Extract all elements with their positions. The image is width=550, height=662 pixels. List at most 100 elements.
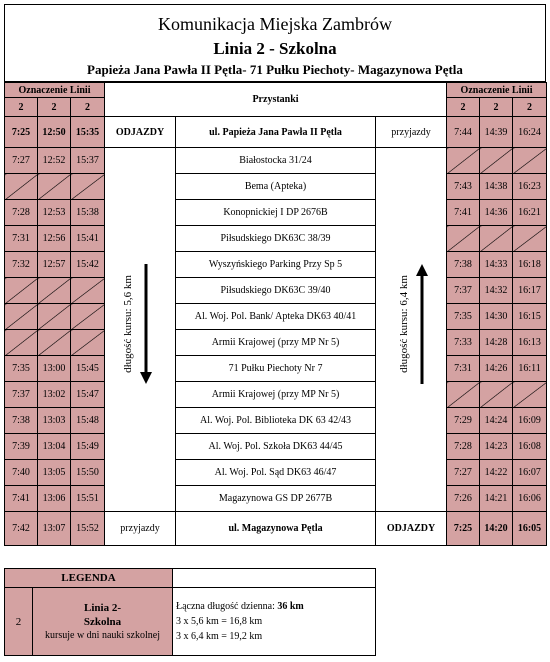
- company-title: Komunikacja Miejska Zambrów: [158, 14, 392, 34]
- right-direction-indicator: długość kursu: 6,4 km: [394, 262, 434, 386]
- right-time: 7:43: [446, 173, 481, 200]
- left-time: 7:37: [4, 381, 38, 408]
- left-time: 15:48: [69, 407, 106, 434]
- left-time: 13:04: [37, 433, 71, 460]
- no-service-cell: [37, 173, 71, 200]
- right-time: 16:06: [512, 485, 548, 512]
- stop-name: Wyszyńskiego Parking Przy Sp 5: [175, 251, 377, 278]
- up-arrow-icon: [416, 264, 428, 384]
- left-time: 7:28: [4, 199, 38, 226]
- departure-time: 14:20: [479, 511, 514, 546]
- no-service-cell: [4, 277, 38, 304]
- legend-line-name: Linia 2-: [84, 601, 121, 614]
- legend-line-description: Linia 2- Szkolna kursuje w dni nauki szk…: [32, 587, 173, 656]
- left-time: 15:42: [69, 251, 106, 278]
- legend-schedule-note: kursuje w dni nauki szkolnej: [45, 629, 160, 641]
- line-number-cell: 2: [69, 97, 106, 117]
- left-time: 13:06: [37, 485, 71, 512]
- right-time: 16:09: [512, 407, 548, 434]
- left-time: 12:53: [37, 199, 71, 226]
- no-service-cell: [69, 277, 106, 304]
- right-time: 7:41: [446, 199, 481, 226]
- right-route-length: długość kursu: 6,4 km: [398, 275, 410, 373]
- left-direction-indicator: długość kursu: 5,6 km: [118, 262, 158, 386]
- no-service-cell: [37, 303, 71, 330]
- no-service-cell: [69, 329, 106, 356]
- right-time: 14:32: [479, 277, 514, 304]
- no-service-cell: [479, 147, 514, 174]
- stop-name: Konopnickiej I DP 2676B: [175, 199, 377, 226]
- stop-name: Armii Krajowej (przy MP Nr 5): [175, 381, 377, 408]
- departure-time: 15:35: [69, 116, 106, 148]
- no-service-cell: [446, 381, 481, 408]
- timetable-grid: Oznaczenie Linii Przystanki Oznaczenie L…: [3, 82, 548, 546]
- no-service-cell: [69, 173, 106, 200]
- no-service-cell: [479, 225, 514, 252]
- stop-name: Piłsudskiego DK63C 39/40: [175, 277, 377, 304]
- departures-label: ODJAZDY: [104, 116, 177, 148]
- left-direction-cell: [104, 147, 177, 512]
- left-time: 15:50: [69, 459, 106, 486]
- legend-distance-info: Łączna długość dzienna: 36 km 3 x 5,6 km…: [172, 587, 376, 656]
- right-time: 16:21: [512, 199, 548, 226]
- right-time: 16:07: [512, 459, 548, 486]
- right-time: 7:28: [446, 433, 481, 460]
- stop-name: Al. Woj. Pol. Bank/ Apteka DK63 40/41: [175, 303, 377, 330]
- left-time: 12:52: [37, 147, 71, 174]
- terminus-stop-name: ul. Magazynowa Pętla: [175, 511, 377, 546]
- legend-total-distance: Łączna długość dzienna: 36 km: [176, 601, 304, 612]
- left-time: 13:05: [37, 459, 71, 486]
- no-service-cell: [69, 303, 106, 330]
- left-time: 15:38: [69, 199, 106, 226]
- down-arrow-icon: [140, 264, 152, 384]
- stop-name: Magazynowa GS DP 2677B: [175, 485, 377, 512]
- legend-line-name: Szkolna: [83, 615, 122, 628]
- arrival-time: 15:52: [69, 511, 106, 546]
- no-service-cell: [4, 173, 38, 200]
- arrivals-label: przyjazdy: [375, 116, 448, 148]
- legend-calc-line: 3 x 5,6 km = 16,8 km: [176, 616, 263, 627]
- no-service-cell: [512, 147, 548, 174]
- left-time: 7:41: [4, 485, 38, 512]
- no-service-cell: [512, 381, 548, 408]
- stop-name: Armii Krajowej (przy MP Nr 5): [175, 329, 377, 356]
- route-description: Papieża Jana Pawła II Pętla- 71 Pułku Pi…: [87, 62, 463, 77]
- legend-title: LEGENDA: [4, 568, 173, 588]
- no-service-cell: [37, 329, 71, 356]
- no-service-cell: [4, 303, 38, 330]
- left-time: 15:47: [69, 381, 106, 408]
- stop-name: Al. Woj. Pol. Sąd DK63 46/47: [175, 459, 377, 486]
- line-number-cell: 2: [37, 97, 71, 117]
- departure-time: 16:05: [512, 511, 548, 546]
- departure-time: 7:25: [446, 511, 481, 546]
- right-time: 16:17: [512, 277, 548, 304]
- no-service-cell: [446, 147, 481, 174]
- departure-time: 12:50: [37, 116, 71, 148]
- left-time: 7:32: [4, 251, 38, 278]
- last-stop-row: 7:42 13:07 15:52 przyjazdy ul. Magazynow…: [4, 511, 548, 546]
- departures-label: ODJAZDY: [375, 511, 448, 546]
- left-time: 15:49: [69, 433, 106, 460]
- left-time: 7:39: [4, 433, 38, 460]
- no-service-cell: [37, 277, 71, 304]
- right-time: 16:15: [512, 303, 548, 330]
- left-time: 7:40: [4, 459, 38, 486]
- stops-header: Przystanki: [104, 82, 448, 117]
- right-time: 14:33: [479, 251, 514, 278]
- right-time: 14:30: [479, 303, 514, 330]
- left-time: 12:56: [37, 225, 71, 252]
- left-time: 15:51: [69, 485, 106, 512]
- arrivals-label: przyjazdy: [104, 511, 177, 546]
- right-time: 7:31: [446, 355, 481, 382]
- stop-name: Al. Woj. Pol. Biblioteka DK 63 42/43: [175, 407, 377, 434]
- right-time: 7:27: [446, 459, 481, 486]
- stop-name: Al. Woj. Pol. Szkoła DK63 44/45: [175, 433, 377, 460]
